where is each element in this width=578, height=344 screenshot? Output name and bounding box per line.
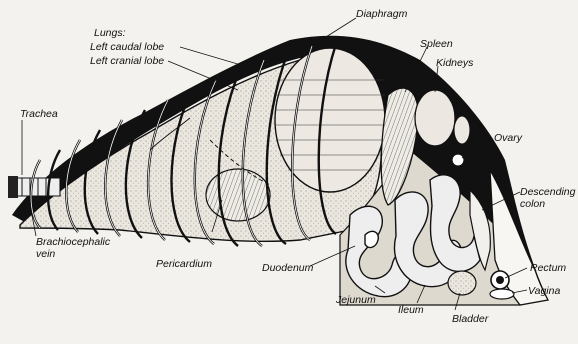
- label-left-cranial-lobe: Left cranial lobe: [90, 55, 164, 67]
- label-descending-colon: Descending colon: [520, 186, 576, 210]
- ovary-organ: [452, 154, 464, 166]
- label-lungs: Lungs:: [94, 27, 126, 39]
- label-kidneys: Kidneys: [436, 57, 473, 69]
- label-vagina: Vagina: [528, 285, 560, 297]
- label-ileum: Ileum: [398, 304, 424, 316]
- bladder-organ: [448, 271, 476, 295]
- label-left-caudal-lobe: Left caudal lobe: [90, 41, 164, 53]
- trachea-tube: [14, 178, 60, 196]
- pericardium-organ: [206, 169, 270, 221]
- trachea-end: [8, 176, 18, 198]
- label-trachea: Trachea: [20, 108, 58, 120]
- kidney-organ: [415, 90, 455, 146]
- label-bladder: Bladder: [452, 313, 488, 325]
- label-duodenum: Duodenum: [262, 262, 313, 274]
- label-spleen: Spleen: [420, 38, 453, 50]
- label-brachiocephalic-vein: Brachiocephalic vein: [36, 236, 106, 260]
- label-rectum: Rectum: [530, 262, 566, 274]
- label-jejunum: Jejunum: [336, 294, 376, 306]
- label-pericardium: Pericardium: [156, 258, 212, 270]
- kidney-organ-2: [454, 116, 470, 144]
- label-ovary: Ovary: [494, 132, 522, 144]
- vagina-organ: [490, 289, 514, 299]
- label-diaphragm: Diaphragm: [356, 8, 407, 20]
